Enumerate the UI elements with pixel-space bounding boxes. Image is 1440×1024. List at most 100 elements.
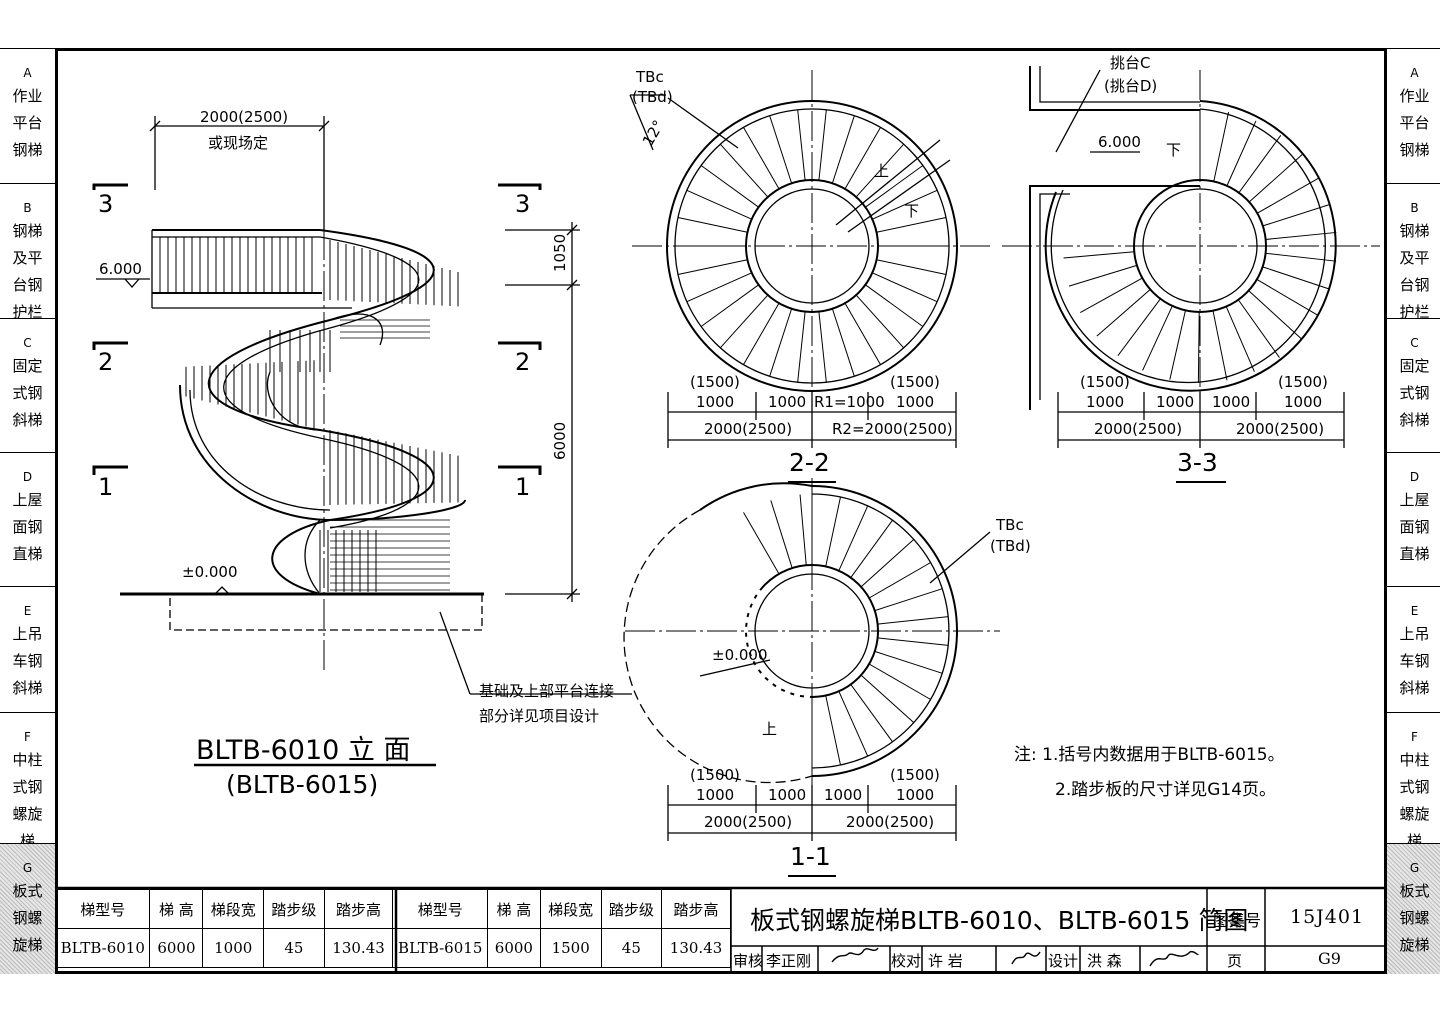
header-cell: 踏步高 [323,889,394,929]
drawing-title: 板式钢螺旋梯BLTB-6010、BLTB-6015 简图 [750,906,1249,935]
chapter-label-line: 式钢 [1399,384,1430,402]
tread-line [868,562,931,599]
tread-line [1169,310,1186,380]
tread-line [1226,120,1257,186]
ground-level: ±0.000 [182,563,238,581]
spec-header-row: 梯型号 梯 高 梯段宽 踏步级 踏步高 梯型号 梯 高 梯段宽 踏步级 踏步高 [54,889,731,929]
dim-11-g: 2000(2500) [704,813,793,831]
dim-33-e: (1500) [1278,373,1328,391]
dim-11-h: 2000(2500) [846,813,935,831]
spec-data-row: BLTB-6010 6000 1000 45 130.43 BLTB-6015 … [54,928,731,968]
chapter-label-line: 式钢 [12,778,43,796]
tread-line [860,674,915,724]
section-1-left: 1 [98,473,114,501]
dim-11-b: 1000 [696,786,735,804]
cell: 1500 [539,928,602,968]
chapter-label-line: 斜梯 [12,411,43,429]
dim-11-f: 1000 [896,786,935,804]
chapter-label-line: 斜梯 [1399,679,1430,697]
tread-line [797,109,806,181]
review-label: 审核 [733,952,764,970]
chapter-label-line: 斜梯 [1399,411,1430,429]
tread-line [719,143,769,198]
signature-check [1011,951,1041,965]
dim-33-a: (1500) [1080,373,1130,391]
tread-line [1248,154,1303,203]
chapter-label-line: 直梯 [1399,545,1430,563]
header-cell: 梯 高 [149,889,204,929]
chapter-label-line: 斜梯 [12,679,43,697]
tread-line [831,308,855,377]
elevation-subtitle: (BLTB-6015) [226,770,379,799]
tread-line [850,519,893,578]
dim-22-f: 1000 [896,393,935,411]
foundation-note-2: 部分详见项目设计 [479,707,600,725]
section-3-right: 3 [515,190,531,218]
section-2-right: 2 [515,348,531,376]
chapter-code: D [22,470,33,484]
tread-line [825,695,841,766]
section-title-22: 2-2 [789,448,830,477]
chapter-code: D [1409,470,1420,484]
platform-label-33: 挑台C [1110,54,1151,72]
dim-22-d: R1=1000 [814,393,885,411]
tread-line [1096,289,1151,337]
tread-line [876,259,947,275]
section-2-left: 2 [98,348,114,376]
tread-line [1212,310,1228,381]
tread-line [868,663,931,700]
chapter-code: C [1410,336,1419,350]
design-label: 设计 [1048,952,1079,970]
elevation-width-note: 或现场定 [208,134,269,152]
tread-line [877,637,949,646]
tread-line [860,538,915,588]
elevation-title: BLTB-6010 立 面 [196,735,411,766]
cell: 6000 [149,928,204,968]
dim-11-e: (1500) [890,766,940,784]
cell: 6000 [486,928,541,968]
tread-line [876,217,947,233]
check-name: 许 岩 [928,952,963,970]
tread-line [818,311,827,383]
tread-line [686,189,752,220]
level-11: ±0.000 [712,646,768,664]
dim-11-a: (1500) [690,766,740,784]
chapter-label-line: 钢梯 [12,222,43,240]
section-3-left: 3 [98,190,114,218]
tread-line [743,512,780,575]
drawing-frame [55,48,1387,974]
signature-review [831,947,879,963]
header-cell: 梯 高 [486,889,541,929]
chapter-label-line: 及平 [12,249,43,267]
chapter-label-line: 上屋 [1399,491,1430,509]
dim-22-b: 1000 [696,393,735,411]
platform-label-33-alt: (挑台D) [1104,77,1158,95]
tread-line [769,115,793,184]
tread-line [865,284,924,327]
tread-line [743,302,780,365]
tread-label-11-alt: (TBd) [990,537,1031,555]
chapter-code: A [1410,66,1419,80]
tread-line [877,616,949,625]
tread-line [1256,279,1319,316]
header-cell: 梯型号 [392,889,488,929]
note-2: 2.踏步板的尺寸详见G14页。 [1055,780,1277,800]
chapter-label-line: 上屋 [12,491,43,509]
up-label-11: 上 [762,720,778,738]
atlas-label: 图集号 [1213,911,1262,930]
chapter-label-line: 上吊 [1399,625,1430,643]
chapter-label-line: 车钢 [1399,652,1430,670]
